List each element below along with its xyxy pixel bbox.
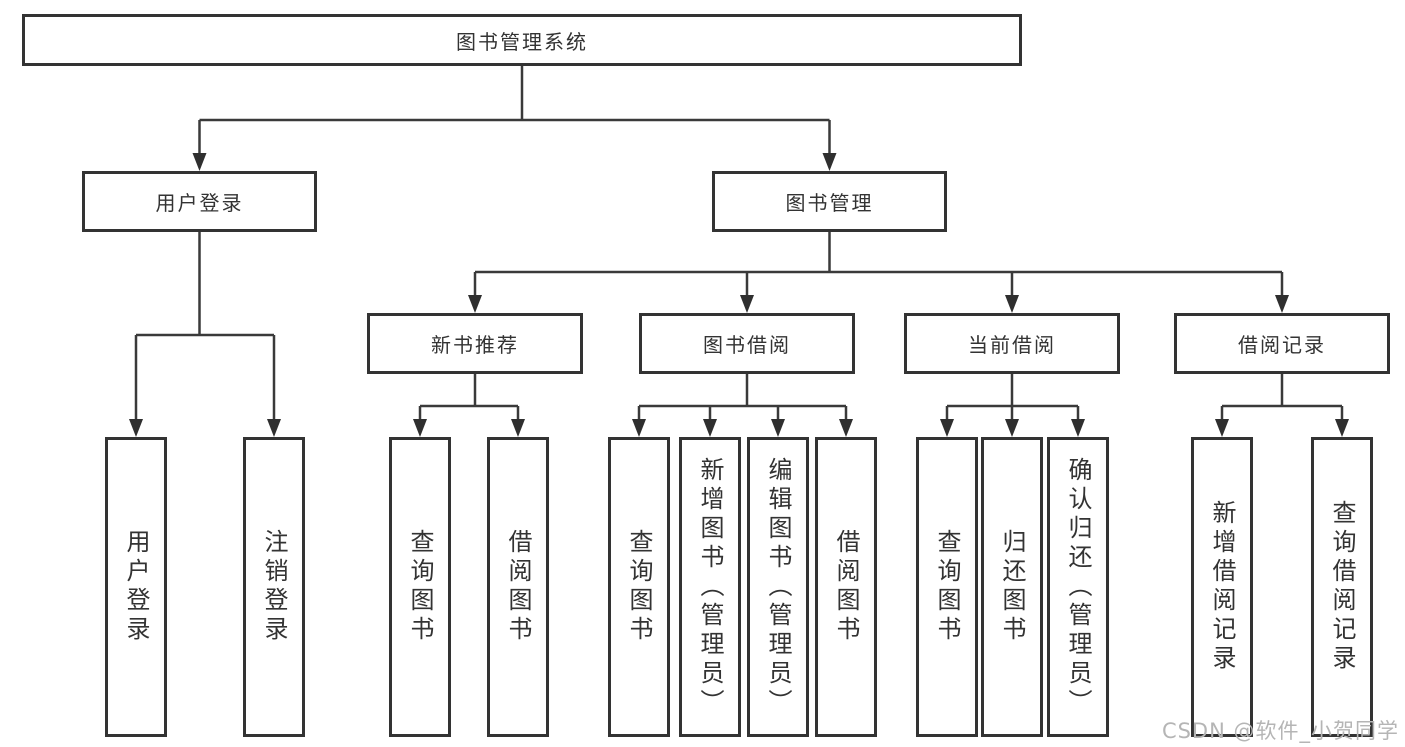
arrowhead [740,295,754,313]
node-new-book-recommendation: 新书推荐 [367,313,583,374]
connector-book-management-children [468,232,1289,313]
arrowhead [267,419,281,437]
leaf-borrow-books-recommend: 借阅图书 [487,437,549,737]
arrowhead [1005,419,1019,437]
connector-borrow-records-children [1215,374,1349,437]
arrowhead [940,419,954,437]
arrowhead [1275,295,1289,313]
arrowhead [413,419,427,437]
arrowhead [129,419,143,437]
node-current-borrowing: 当前借阅 [904,313,1120,374]
leaf-query-books-current: 查询图书 [916,437,978,737]
leaf-edit-books-admin: 编辑图书（管理员） [747,437,809,737]
arrowhead [192,153,207,171]
connector-root-to-level2 [192,66,837,171]
arrowhead [468,295,482,313]
leaf-query-books-borrow: 查询图书 [608,437,670,737]
node-book-borrowing: 图书借阅 [639,313,855,374]
arrowhead [1335,419,1349,437]
node-library-management-system: 图书管理系统 [22,14,1022,66]
arrowhead [1005,295,1019,313]
leaf-add-borrow-record: 新增借阅记录 [1191,437,1253,737]
arrowhead [703,419,717,437]
connector-current-borrow-children [940,374,1085,437]
arrowhead [1071,419,1085,437]
leaf-logout: 注销登录 [243,437,305,737]
leaf-query-borrow-record: 查询借阅记录 [1311,437,1373,737]
node-book-management: 图书管理 [712,171,947,232]
leaf-borrow-books: 借阅图书 [815,437,877,737]
arrowhead [511,419,525,437]
arrowhead [822,153,837,171]
leaf-confirm-return-admin: 确认归还（管理员） [1047,437,1109,737]
arrowhead [771,419,785,437]
node-user-login: 用户登录 [82,171,317,232]
node-borrowing-records: 借阅记录 [1174,313,1390,374]
csdn-watermark: CSDN @软件_小贺同学 [1161,719,1399,743]
leaf-add-books-admin: 新增图书（管理员） [679,437,741,737]
leaf-query-books-recommend: 查询图书 [389,437,451,737]
connector-book-borrow-children [632,374,853,437]
leaf-return-books: 归还图书 [981,437,1043,737]
connector-user-login-children [129,232,281,437]
arrowhead [632,419,646,437]
leaf-user-login: 用户登录 [105,437,167,737]
connector-new-book-rec-children [413,374,525,437]
arrowhead [839,419,853,437]
arrowhead [1215,419,1229,437]
